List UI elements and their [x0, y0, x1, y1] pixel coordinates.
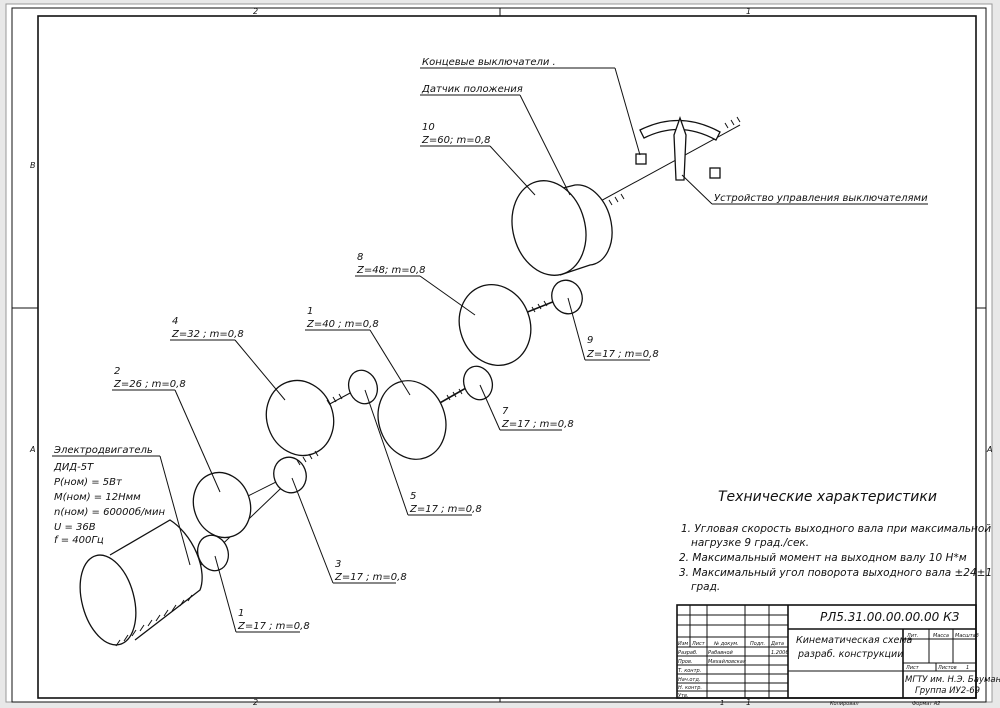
svg-text:Копировал: Копировал [830, 701, 859, 707]
svg-text:Т. контр.: Т. контр. [678, 668, 701, 674]
svg-text:1: 1 [966, 665, 969, 671]
gear-5 [347, 369, 379, 405]
gear-9-params: Z=17 ; m=0,8 [586, 349, 659, 360]
gear-10-params: Z=60; m=0,8 [421, 135, 491, 146]
zone-label: 2 [253, 698, 258, 707]
gear-2-params: Z=26 ; m=0,8 [113, 379, 186, 390]
gear-3-params: Z=17 ; m=0,8 [334, 572, 407, 583]
zone-label: A [986, 445, 992, 454]
motor-title: Электродвигатель [53, 445, 153, 456]
gear-1-params: Z=17 ; m=0,8 [237, 621, 310, 632]
gear-4-params: Z=32 ; m=0,8 [171, 329, 244, 340]
gear-7 [462, 365, 494, 401]
gear-4-number: 4 [172, 316, 178, 327]
zone-label: A [29, 445, 35, 454]
motor-spec: ДИД-5Т [53, 462, 94, 473]
motor-spec: n(ном) = 60000б/мин [54, 506, 165, 518]
motor-spec: P(ном) = 5Вт [54, 477, 123, 488]
gear-1-number: 1 [238, 608, 244, 619]
zone-label: 2 [253, 7, 258, 16]
gear-2-number: 2 [114, 366, 120, 377]
gear-4 [265, 379, 335, 457]
svg-text:1.2006: 1.2006 [771, 650, 789, 656]
gear-7-params: Z=17 ; m=0,8 [501, 419, 574, 430]
motor [79, 519, 203, 647]
motor-spec: M(ном) = 12Нмм [54, 492, 141, 503]
leader-lines [52, 67, 928, 633]
svg-text:Разраб.: Разраб. [678, 650, 698, 656]
svg-text:№ докум.: № докум. [713, 641, 739, 647]
svg-text:Лист: Лист [905, 665, 920, 671]
org-1: МГТУ им. Н.Э. Баумана [905, 675, 1000, 685]
svg-text:Лит.: Лит. [906, 633, 919, 639]
zone-label: 1 [746, 7, 751, 16]
gear-10-number: 10 [422, 122, 435, 133]
gear-10 [511, 180, 587, 276]
motor-spec: f = 400Гц [54, 535, 104, 546]
org-2: Группа ИУ2-69 [915, 686, 980, 696]
spec-line: град. [691, 581, 720, 593]
svg-text:Листов: Листов [937, 665, 957, 671]
gear-5-params: Z=17 ; m=0,8 [409, 504, 482, 515]
gear-7-number: 7 [502, 406, 509, 417]
svg-text:Нач.отд.: Нач.отд. [678, 677, 700, 683]
bearing-marks [296, 116, 741, 466]
label-position-sensor: Датчик положения [421, 84, 523, 95]
svg-text:Масштаб: Масштаб [955, 633, 979, 639]
svg-text:Масса: Масса [933, 633, 949, 639]
gear-9 [551, 279, 583, 315]
svg-text:Лист: Лист [691, 641, 706, 647]
gear-3-number: 3 [335, 559, 341, 570]
gears [192, 180, 613, 572]
doc-name-1: Кинематическая схема [796, 635, 913, 646]
gear-6 [377, 380, 447, 460]
svg-text:Утв.: Утв. [678, 693, 689, 699]
title-block: РЛ5.31.00.00.00.00 КЗ Кинематическая схе… [676, 604, 1000, 707]
sheet-number: 1 [720, 699, 724, 707]
svg-text:Н. контр.: Н. контр. [678, 685, 702, 691]
gear-6-number: 1 [307, 306, 313, 317]
gear-8-number: 8 [357, 252, 363, 263]
zone-label: 1 [746, 698, 751, 707]
motor-spec: U = 36В [54, 522, 96, 533]
label-limit-switches: Концевые выключатели . [422, 57, 556, 68]
svg-text:Подп.: Подп. [750, 641, 765, 647]
gear-2 [192, 471, 252, 539]
svg-text:Рабавной: Рабавной [708, 650, 734, 656]
svg-text:Михайловская: Михайловская [708, 659, 746, 665]
svg-text:Пров.: Пров. [678, 659, 693, 665]
spec-line: 1. Угловая скорость выходного вала при м… [681, 523, 991, 535]
svg-text:Дата: Дата [770, 641, 784, 647]
gear-9-number: 9 [587, 335, 593, 346]
gear-3 [273, 456, 307, 494]
spec-line: 2. Максимальный момент на выходном валу … [679, 552, 967, 564]
drawing-frame [37, 15, 977, 699]
spec-line: 3. Максимальный угол поворота выходного … [679, 567, 992, 579]
spec-line: нагрузке 9 град./сек. [691, 537, 809, 549]
doc-code: РЛ5.31.00.00.00.00 КЗ [820, 610, 960, 624]
label-switch-control: Устройство управления выключателями [714, 193, 928, 204]
gear-5-number: 5 [410, 491, 416, 502]
doc-name-2: разраб. конструкции [797, 649, 903, 660]
svg-text:Изм: Изм [678, 641, 688, 647]
specs-title: Технические характеристики [718, 489, 937, 505]
zone-label: B [30, 161, 36, 170]
svg-text:Формат А2: Формат А2 [912, 701, 940, 707]
switch-sector [635, 116, 721, 181]
gear-8 [458, 284, 532, 366]
gear-6-params: Z=40 ; m=0,8 [306, 319, 379, 330]
gear-8-params: Z=48; m=0,8 [356, 265, 426, 276]
